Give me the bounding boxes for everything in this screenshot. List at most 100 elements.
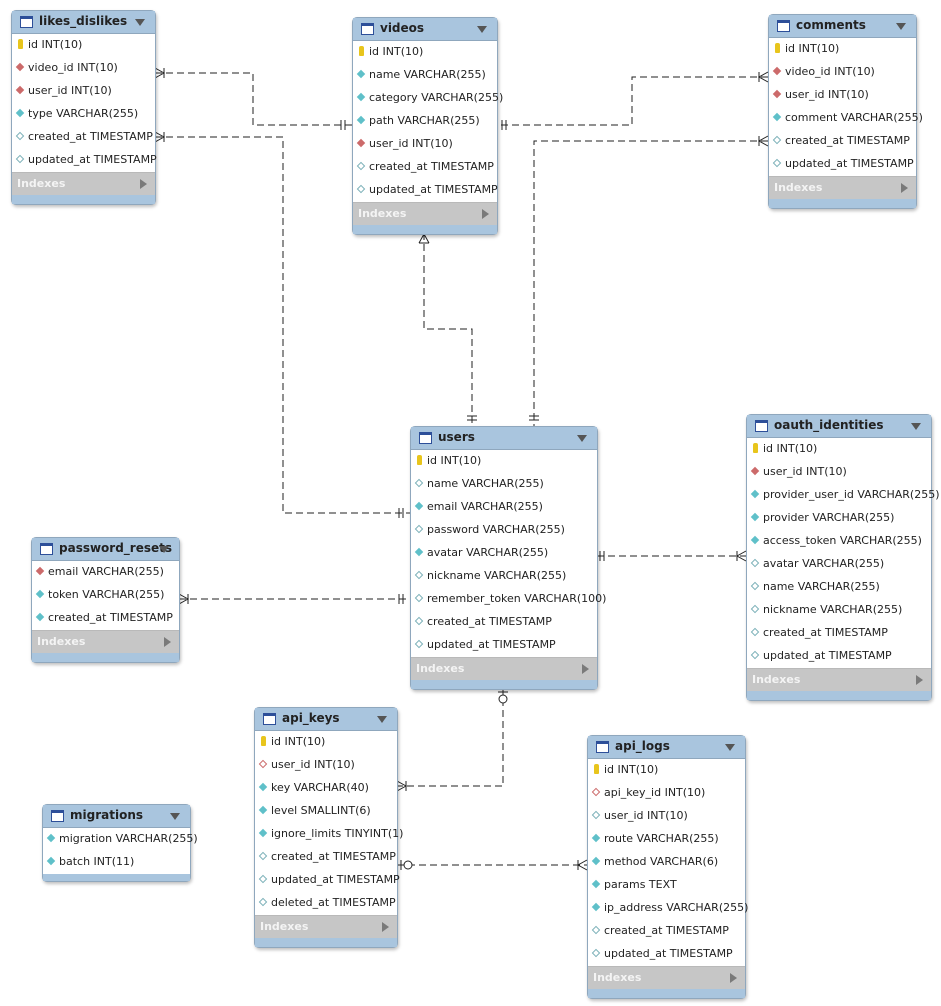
column-row[interactable]: updated_at TIMESTAMP [255, 869, 400, 892]
table-header[interactable]: oauth_identities [747, 415, 931, 438]
column-row[interactable]: updated_at TIMESTAMP [747, 645, 931, 668]
table-header[interactable]: users [411, 427, 597, 450]
indexes-section[interactable]: Indexes [255, 915, 397, 938]
table-header[interactable]: migrations [43, 805, 190, 828]
table-api-logs[interactable]: api_logs id INT(10)api_key_id INT(10)use… [587, 735, 748, 999]
column-row[interactable]: user_id INT(10) [769, 84, 916, 107]
expand-indexes-icon[interactable] [164, 637, 171, 647]
column-row[interactable]: updated_at TIMESTAMP [411, 634, 597, 657]
column-row[interactable]: route VARCHAR(255) [588, 828, 745, 851]
column-row[interactable]: ignore_limits TINYINT(1) [255, 823, 403, 846]
column-row[interactable]: id INT(10) [411, 450, 597, 473]
column-row[interactable]: migration VARCHAR(255) [43, 828, 198, 851]
indexes-section[interactable]: Indexes [411, 657, 597, 680]
table-likes-dislikes[interactable]: likes_dislikes id INT(10)video_id INT(10… [11, 10, 157, 205]
table-videos[interactable]: videos id INT(10)name VARCHAR(255)catego… [352, 17, 503, 235]
column-row[interactable]: id INT(10) [747, 438, 931, 461]
indexes-section[interactable]: Indexes [12, 172, 155, 195]
column-row[interactable]: avatar VARCHAR(255) [411, 542, 597, 565]
column-row[interactable]: batch INT(11) [43, 851, 190, 874]
table-header[interactable]: videos [353, 18, 497, 41]
collapse-arrow-icon[interactable] [577, 435, 587, 442]
collapse-arrow-icon[interactable] [377, 716, 387, 723]
collapse-arrow-icon[interactable] [170, 813, 180, 820]
table-header[interactable]: api_keys [255, 708, 397, 731]
column-row[interactable]: created_at TIMESTAMP [255, 846, 397, 869]
column-row[interactable]: id INT(10) [353, 41, 497, 64]
collapse-arrow-icon[interactable] [911, 423, 921, 430]
column-row[interactable]: created_at TIMESTAMP [32, 607, 179, 630]
column-row[interactable]: user_id INT(10) [588, 805, 745, 828]
indexes-section[interactable]: Indexes [769, 176, 916, 199]
column-row[interactable]: name VARCHAR(255) [747, 576, 931, 599]
column-row[interactable]: params TEXT [588, 874, 745, 897]
column-row[interactable]: ip_address VARCHAR(255) [588, 897, 748, 920]
column-row[interactable]: type VARCHAR(255) [12, 103, 155, 126]
column-row[interactable]: name VARCHAR(255) [353, 64, 497, 87]
table-header[interactable]: password_resets [32, 538, 179, 561]
expand-indexes-icon[interactable] [382, 922, 389, 932]
collapse-arrow-icon[interactable] [477, 26, 487, 33]
column-row[interactable]: user_id INT(10) [747, 461, 931, 484]
column-row[interactable]: remember_token VARCHAR(100) [411, 588, 606, 611]
column-row[interactable]: category VARCHAR(255) [353, 87, 503, 110]
table-comments[interactable]: comments id INT(10)video_id INT(10)user_… [768, 14, 923, 209]
column-row[interactable]: deleted_at TIMESTAMP [255, 892, 397, 915]
expand-indexes-icon[interactable] [582, 664, 589, 674]
column-row[interactable]: avatar VARCHAR(255) [747, 553, 931, 576]
column-row[interactable]: updated_at TIMESTAMP [353, 179, 498, 202]
expand-indexes-icon[interactable] [901, 183, 908, 193]
column-row[interactable]: level SMALLINT(6) [255, 800, 397, 823]
table-password-resets[interactable]: password_resets email VARCHAR(255)token … [31, 537, 180, 663]
column-row[interactable]: path VARCHAR(255) [353, 110, 497, 133]
collapse-arrow-icon[interactable] [159, 546, 169, 553]
column-row[interactable]: created_at TIMESTAMP [411, 611, 597, 634]
table-header[interactable]: api_logs [588, 736, 745, 759]
expand-indexes-icon[interactable] [140, 179, 147, 189]
column-row[interactable]: email VARCHAR(255) [32, 561, 179, 584]
table-header[interactable]: comments [769, 15, 916, 38]
column-row[interactable]: key VARCHAR(40) [255, 777, 397, 800]
column-row[interactable]: name VARCHAR(255) [411, 473, 597, 496]
indexes-section[interactable]: Indexes [353, 202, 497, 225]
column-row[interactable]: comment VARCHAR(255) [769, 107, 923, 130]
column-row[interactable]: user_id INT(10) [255, 754, 397, 777]
expand-indexes-icon[interactable] [482, 209, 489, 219]
column-row[interactable]: updated_at TIMESTAMP [588, 943, 745, 966]
column-row[interactable]: created_at TIMESTAMP [747, 622, 931, 645]
column-row[interactable]: user_id INT(10) [353, 133, 497, 156]
column-row[interactable]: user_id INT(10) [12, 80, 155, 103]
column-row[interactable]: id INT(10) [255, 731, 397, 754]
column-row[interactable]: api_key_id INT(10) [588, 782, 745, 805]
column-row[interactable]: updated_at TIMESTAMP [12, 149, 157, 172]
column-row[interactable]: created_at TIMESTAMP [353, 156, 497, 179]
collapse-arrow-icon[interactable] [725, 744, 735, 751]
collapse-arrow-icon[interactable] [135, 19, 145, 26]
column-row[interactable]: provider_user_id VARCHAR(255) [747, 484, 940, 507]
column-row[interactable]: updated_at TIMESTAMP [769, 153, 916, 176]
column-row[interactable]: video_id INT(10) [12, 57, 155, 80]
column-row[interactable]: access_token VARCHAR(255) [747, 530, 931, 553]
expand-indexes-icon[interactable] [730, 973, 737, 983]
column-row[interactable]: created_at TIMESTAMP [769, 130, 916, 153]
column-row[interactable]: password VARCHAR(255) [411, 519, 597, 542]
table-users[interactable]: users id INT(10)name VARCHAR(255)email V… [410, 426, 606, 690]
table-oauth-identities[interactable]: oauth_identities id INT(10)user_id INT(1… [746, 414, 940, 701]
collapse-arrow-icon[interactable] [896, 23, 906, 30]
indexes-section[interactable]: Indexes [747, 668, 931, 691]
column-row[interactable]: nickname VARCHAR(255) [411, 565, 597, 588]
table-api-keys[interactable]: api_keys id INT(10)user_id INT(10)key VA… [254, 707, 403, 948]
column-row[interactable]: nickname VARCHAR(255) [747, 599, 931, 622]
column-row[interactable]: id INT(10) [12, 34, 155, 57]
column-row[interactable]: method VARCHAR(6) [588, 851, 745, 874]
column-row[interactable]: video_id INT(10) [769, 61, 916, 84]
column-row[interactable]: id INT(10) [588, 759, 745, 782]
expand-indexes-icon[interactable] [916, 675, 923, 685]
column-row[interactable]: email VARCHAR(255) [411, 496, 597, 519]
column-row[interactable]: created_at TIMESTAMP [588, 920, 745, 943]
column-row[interactable]: token VARCHAR(255) [32, 584, 179, 607]
column-row[interactable]: id INT(10) [769, 38, 916, 61]
table-migrations[interactable]: migrations migration VARCHAR(255)batch I… [42, 804, 198, 882]
column-row[interactable]: provider VARCHAR(255) [747, 507, 931, 530]
column-row[interactable]: created_at TIMESTAMP [12, 126, 155, 149]
